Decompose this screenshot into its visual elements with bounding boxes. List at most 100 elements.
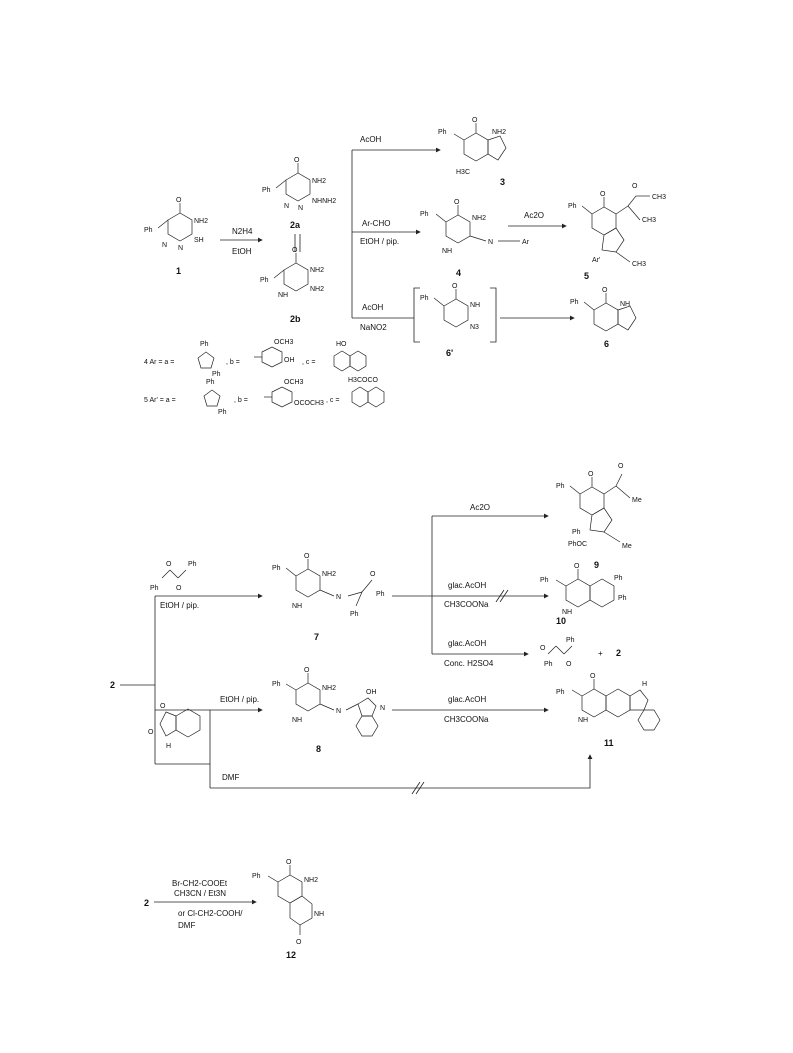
atom-label: Me (632, 497, 642, 504)
reagent-ch3cn: CH3CN / Et3N (174, 889, 226, 898)
compound-5-structure: O Ph O CH3 CH3 Ar' CH3 (568, 183, 666, 268)
atom-label: N (336, 708, 341, 715)
bond (591, 206, 617, 236)
bond (443, 298, 469, 328)
atom-label: H3C (456, 169, 470, 176)
atom-label: H (642, 681, 647, 688)
atom-label: Ph (272, 681, 281, 688)
bond (357, 697, 377, 717)
atom-label: NH2 (312, 178, 326, 185)
atom-label: Ph (200, 341, 209, 348)
atom-label: O (602, 287, 608, 294)
atom-label: O (574, 563, 580, 570)
atom-label: NH2 (492, 129, 506, 136)
atom-label: OCOCH3 (294, 400, 324, 407)
atom-label: CH3 (632, 261, 646, 268)
bond (261, 346, 283, 368)
compound-6prime-structure: O NH N3 Ph (420, 283, 480, 331)
atom-label: O (588, 471, 594, 478)
reagent-glac-2: glac.AcOH (448, 639, 486, 648)
blocked-mark-10a (495, 589, 505, 603)
bond (565, 578, 591, 608)
legend-ar-4: 4 Ar = a = Ph Ph , b = OCH3 OH , c = HO (144, 339, 367, 378)
bond (347, 591, 363, 597)
bond (463, 132, 489, 162)
atom-label: O (632, 183, 638, 190)
compound-2a-label: 2a (290, 220, 301, 230)
compound-1-structure: O NH2 SH Ph N N (144, 197, 208, 252)
atom-label: Ph (438, 129, 447, 136)
compound-6prime-label: 6' (446, 348, 453, 358)
atom-label: O (452, 283, 458, 290)
benzil-reagent: O Ph Ph O (150, 561, 197, 592)
bond (605, 688, 631, 718)
compound-9-label: 9 (594, 560, 599, 570)
atom-label: Ph (420, 295, 429, 302)
bond (277, 874, 303, 904)
atom-label: , b = (234, 397, 248, 404)
compound-12-structure: O NH2 Ph NH O (252, 859, 324, 946)
bond (589, 578, 615, 608)
atom-label: O (370, 571, 376, 578)
bond (283, 262, 309, 292)
atom-label: NH (562, 609, 572, 616)
atom-label: Ph (618, 595, 627, 602)
bond (345, 703, 359, 711)
bond (571, 689, 583, 697)
atom-label: O (454, 199, 460, 206)
atom-label: 5 Ar' = a = (144, 397, 176, 404)
atom-label: O (590, 673, 596, 680)
bond (579, 486, 605, 516)
reagent-n2h4: N2H4 (232, 227, 253, 236)
bond (581, 688, 607, 718)
atom-label: O (296, 939, 302, 946)
compound-4-label: 4 (456, 268, 461, 278)
compound-7-structure: O NH2 Ph NH N O Ph Ph (272, 553, 385, 618)
atom-label: OH (284, 357, 295, 364)
compound-8-label: 8 (316, 744, 321, 754)
compound-10-structure: O Ph Ph Ph NH (540, 563, 627, 616)
bond (295, 568, 321, 598)
reagent-dmf: DMF (222, 773, 239, 782)
reagent-nano2: NaNO2 (360, 323, 387, 332)
atom-label: OH (366, 689, 377, 696)
atom-label: N (162, 242, 167, 249)
atom-label: N (380, 705, 385, 712)
blocked-mark-10b (499, 589, 509, 603)
atom-label: O (176, 197, 182, 204)
benzil-product: Ph Ph O O (540, 637, 575, 668)
reagent-archo: Ar-CHO (362, 219, 390, 228)
reagent-brch2: Br-CH2-COOEt (172, 879, 228, 888)
reagent-dmf-12: DMF (178, 921, 195, 930)
atom-label: H3COCO (348, 377, 379, 384)
bond (569, 485, 581, 495)
reagent-etoh-pip-8: EtOH / pip. (220, 695, 259, 704)
atom-label: Ph (556, 483, 565, 490)
atom-label: O (472, 117, 478, 124)
atom-label: O (618, 463, 624, 470)
atom-label: Ph (376, 591, 385, 598)
atom-label: OCH3 (284, 379, 304, 386)
atom-label: O (304, 667, 310, 674)
reagent-ac2o-9: Ac2O (470, 503, 490, 512)
compound-10-label: 10 (556, 616, 566, 626)
blocked-mark-11a (411, 781, 421, 795)
atom-label: Ph (150, 585, 159, 592)
atom-label: Ph (566, 637, 575, 644)
bond (197, 351, 215, 369)
bond (273, 269, 285, 279)
atom-label: Ph (260, 277, 269, 284)
bond (167, 212, 193, 242)
compound-9-structure: O Ph O Me Ph PhOC Me (556, 463, 642, 550)
compound-3-label: 3 (500, 177, 505, 187)
atom-label: NH2 (194, 218, 208, 225)
bond (547, 645, 557, 655)
bond (175, 708, 201, 738)
bond (351, 386, 369, 408)
atom-label: NH (292, 603, 302, 610)
bond (159, 711, 177, 737)
atom-label: Ar' (592, 257, 600, 264)
atom-label: O (292, 247, 298, 254)
atom-label: O (148, 729, 154, 736)
